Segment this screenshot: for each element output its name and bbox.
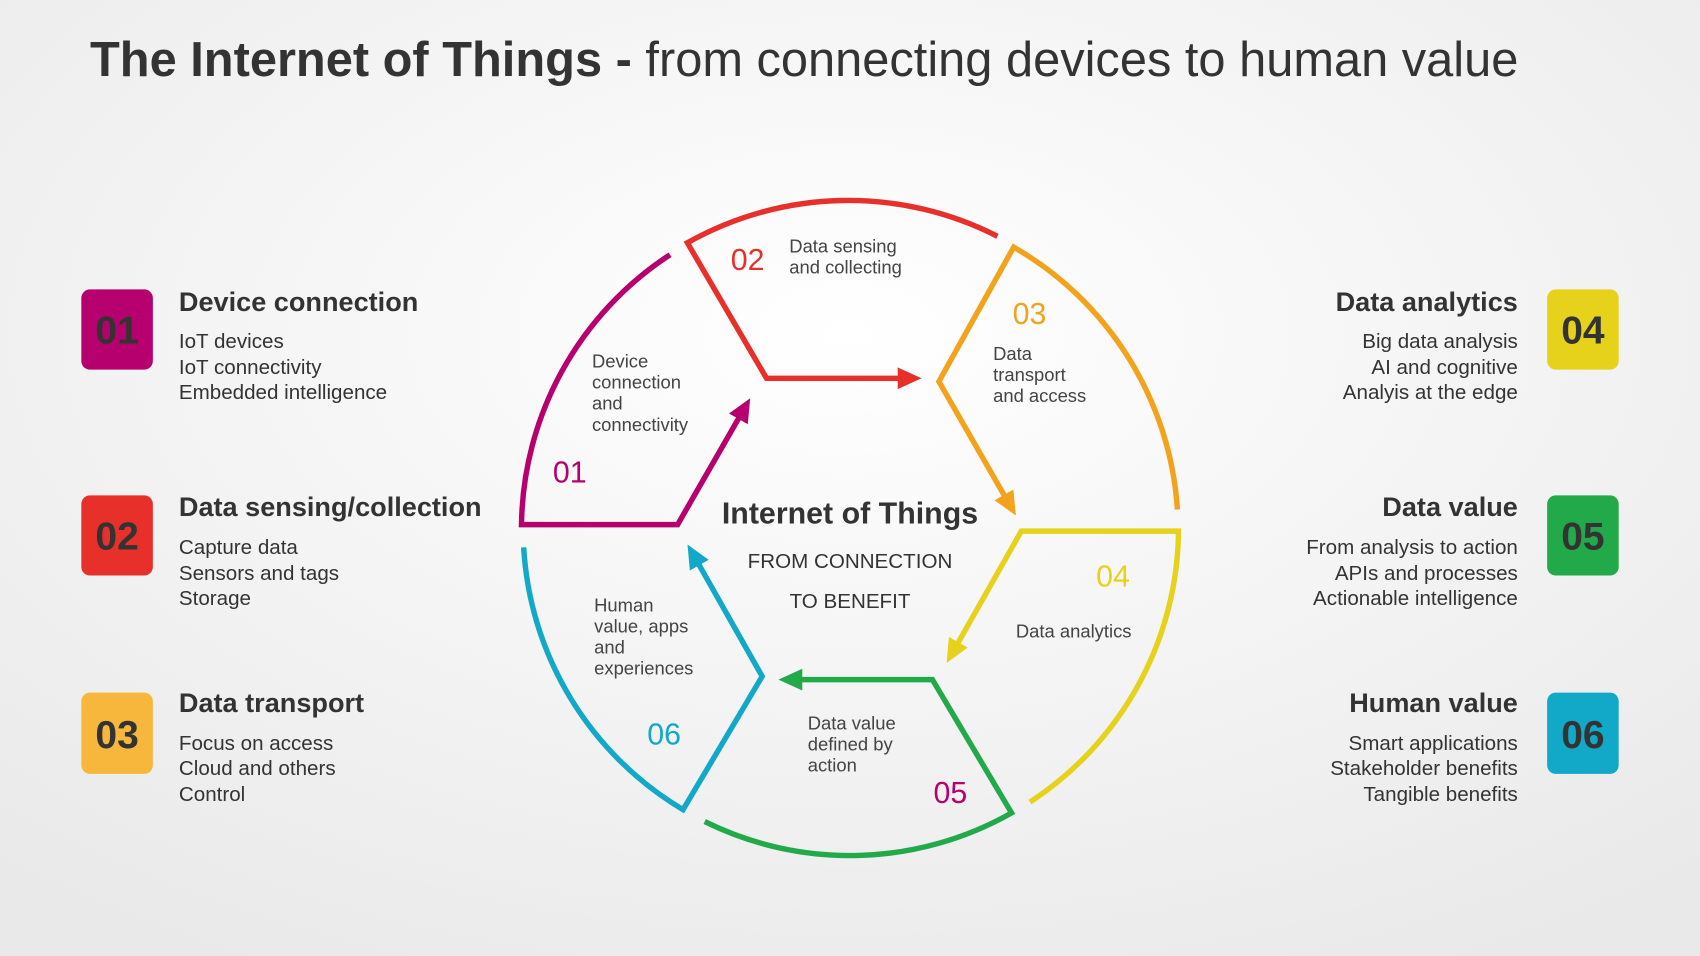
segment-05-number: 05 <box>933 777 967 810</box>
badge-number: 04 <box>1561 310 1605 353</box>
badge-number: 01 <box>95 310 138 353</box>
card-item: Stakeholder benefits <box>1330 757 1518 780</box>
number-badge <box>1547 692 1619 774</box>
card-item: Cloud and others <box>179 757 336 780</box>
cycle-ring <box>518 197 1182 859</box>
card-item: Analyis at the edge <box>1343 381 1518 404</box>
card-item: Sensors and tags <box>179 562 339 585</box>
card-item: IoT connectivity <box>179 356 322 379</box>
card-heading: Data transport <box>179 687 364 718</box>
card-item: From analysis to action <box>1306 536 1518 559</box>
number-badge <box>81 495 153 576</box>
segment-04-number: 04 <box>1096 560 1130 593</box>
card-06: 06 Human value Smart applications Stakeh… <box>1330 687 1619 806</box>
center-subtitle-2: TO BENEFIT <box>790 590 911 613</box>
card-01: 01 Device connection IoT devices IoT con… <box>81 286 418 404</box>
card-heading: Human value <box>1349 687 1518 718</box>
card-item: AI and cognitive <box>1371 356 1517 379</box>
card-heading: Data value <box>1382 491 1518 522</box>
card-item: Smart applications <box>1349 732 1518 755</box>
badge-number: 05 <box>1561 516 1604 559</box>
card-heading: Device connection <box>179 286 418 317</box>
number-badge <box>81 692 153 774</box>
segment-03-number: 03 <box>1013 298 1047 331</box>
number-badge <box>1547 289 1619 370</box>
badge-number: 02 <box>95 516 138 559</box>
card-item: Embedded intelligence <box>179 381 387 404</box>
segment-01-arc <box>518 252 751 528</box>
page-title: The Internet of Things - from connecting… <box>90 33 1518 87</box>
card-item: Actionable intelligence <box>1313 587 1518 610</box>
segment-06-number: 06 <box>647 719 681 752</box>
card-item: Control <box>179 783 245 806</box>
card-item: APIs and processes <box>1335 562 1518 585</box>
card-item: Storage <box>179 587 251 610</box>
card-03: 03 Data transport Focus on access Cloud … <box>81 687 364 806</box>
number-badge <box>81 289 153 370</box>
card-04: 04 Data analytics Big data analysis AI a… <box>1336 286 1619 404</box>
card-heading: Data analytics <box>1336 286 1518 317</box>
segment-06-arc <box>520 544 766 814</box>
card-item: Focus on access <box>179 732 333 755</box>
card-02: 02 Data sensing/collection Capture data … <box>81 491 482 610</box>
segment-01-number: 01 <box>553 456 587 489</box>
segment-02-number: 02 <box>731 244 765 277</box>
card-item: Tangible benefits <box>1363 783 1517 806</box>
badge-number: 03 <box>95 714 138 757</box>
card-item: IoT devices <box>179 330 284 353</box>
segment-02-arc <box>683 197 999 390</box>
card-item: Big data analysis <box>1362 330 1518 353</box>
segment-03-arc <box>935 243 1181 516</box>
center-subtitle-1: FROM CONNECTION <box>748 550 953 573</box>
segment-04-label: Data analytics <box>1016 620 1132 641</box>
segment-05-arc <box>703 668 1016 859</box>
badge-number: 06 <box>1561 714 1604 757</box>
segment-04-arc <box>946 528 1182 805</box>
card-heading: Data sensing/collection <box>179 491 482 522</box>
number-badge <box>1547 495 1619 576</box>
center-title: Internet of Things <box>722 498 978 531</box>
card-item: Capture data <box>179 536 299 559</box>
card-05: 05 Data value From analysis to action AP… <box>1306 491 1619 610</box>
